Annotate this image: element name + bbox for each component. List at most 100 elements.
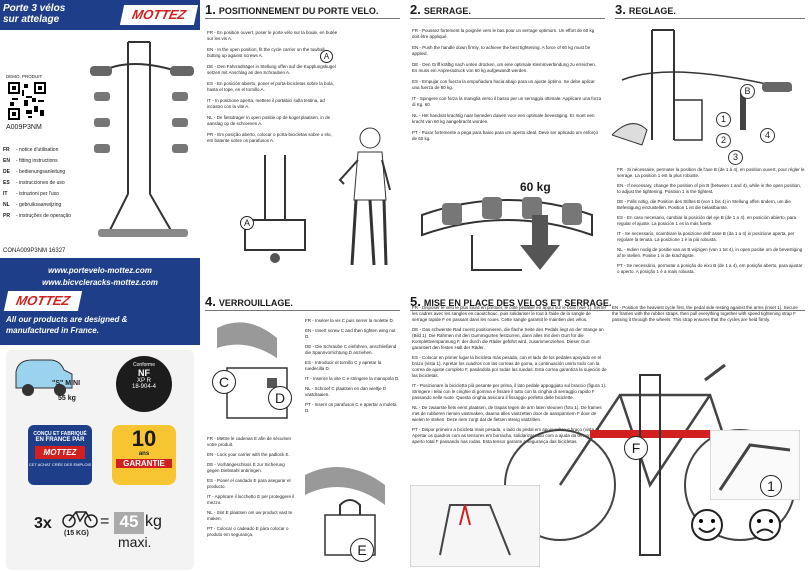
pin-b: B [740,84,755,99]
warranty-sub: ans [138,451,150,457]
section-4-title: 4.VERROUILLAGE. [205,294,293,309]
text-fr: FR - Poussez fortement la poignée vers l… [412,28,595,39]
divider [410,18,605,19]
demo-label: DEMO. PRODUIT [6,74,43,79]
section-4-text: FR - Insérer la vis C puis serrer la mol… [305,318,400,414]
section-2-title: 2.SERRAGE. [410,2,471,17]
section-4-text-2: FR - Mettre le cadenas E afin de sécuris… [207,436,297,538]
text-it: IT - Spingere con forza la maniglia vers… [412,96,602,107]
pos-2: 2 [716,133,731,148]
nf-badge: Conforme NF XP R 18-904-4 [116,356,172,412]
lang-en[interactable]: EN - fitting instructions [3,157,58,165]
carrier-on-towball [244,155,306,263]
text-it: IT - Inserire la vite C e stringere la m… [305,376,400,381]
text-fr: FR - Insérer la vis C puis serrer la mol… [305,318,395,323]
text-pr: PT - Dispor primeiro a bicicleta mais pe… [412,427,601,444]
lang-code: FR [3,147,10,153]
text-nl: NL - Schroef C plaatsen en dan wieltje D… [305,386,387,397]
url-link-2[interactable]: www.bicycleracks-mottez.com [42,278,158,287]
section-number: 2. [410,2,421,17]
lang-de[interactable]: DE- bedienungsanleitung [3,168,65,176]
made-in-france-badge: CONÇU ET FABRIQUÉ EN FRANCE PAR MOTTEZ C… [28,425,92,485]
lang-es[interactable]: ES - instrucciones de uso [3,179,65,187]
text-en: EN - In the open position, fit the cycle… [207,47,326,58]
section-1-title: 1.POSITIONNEMENT DU PORTE VELO. [205,2,378,17]
sidebar: Porte 3 vélos sur attelage MOTTEZ DEMO. … [0,0,200,571]
section-5-title: 5.MISE EN PLACE DES VELOS ET SERRAGE. [410,294,611,309]
url-link-1[interactable]: www.portevelo-mottez.com [48,266,152,275]
section-5-text: FR - Disposer le vélo le plus lourd en p… [412,305,607,445]
section-title: SERRAGE. [423,6,471,16]
text-es: ES - Colocar en primer lugar la biciclet… [412,355,607,378]
text-fr: FR - Disposer le vélo le plus lourd en p… [412,305,607,322]
france-line1: CONÇU ET FABRIQUÉ [33,431,87,437]
smiley-happy-icon [691,509,723,541]
capacity-eq: = [100,513,110,530]
warranty-years: 10 [131,426,157,451]
lang-code: ES [3,180,10,186]
pos-3: 3 [728,150,743,165]
tag-c: C [212,370,236,394]
text-en: EN - If necessary, change the position o… [617,183,802,194]
tag-a-2: A [240,216,254,230]
lang-code: DE [3,169,10,175]
padlock-illustration [305,467,385,556]
lang-pr[interactable]: PR - instruções de operação [3,212,71,220]
brand-logo-2: MOTTEZ [3,291,83,311]
section-number: 4. [205,294,216,309]
qr-code[interactable] [8,82,46,120]
section-title: POSITIONNEMENT DU PORTE VELO. [218,6,379,16]
warranty-badge: 10 ans GARANTIE [112,425,176,485]
text-es: ES - En caso necesario, cambiar la posic… [617,215,797,226]
lang-label: - instruções de operação [16,213,72,219]
text-it: IT - Se necessario, scambiare la posizio… [617,231,795,242]
text-de: DE - Die Schraube C einführen, anschließ… [305,344,397,355]
product-reference: CONA009P3NM 16327 [3,248,66,254]
text-pr: PT - Inserir os parafusos C e apertar a … [305,402,397,413]
section-1-text: FR - En position ouvert, poser le porte … [207,30,339,144]
lang-nl[interactable]: NL- gebruiksaanwijzing [3,201,61,209]
section-title: VERROUILLAGE. [218,298,293,308]
conform-label: Conforme [133,362,155,368]
text-en: EN - Push the handle down firmly, to ach… [412,45,591,56]
person-figure [338,127,391,266]
text-en: EN - Insert screw C and then tighten win… [305,328,396,339]
brand-logo: MOTTEZ [119,5,199,25]
text-en: EN - Lock your carrier with the padlock … [207,452,290,457]
lang-code: PR [3,213,10,219]
tag-e: E [350,538,374,562]
lang-fr[interactable]: FR - notice d'utilisation [3,146,58,154]
capacity-each: (15 KG) [64,530,89,537]
product-title-line2: sur attelage [3,14,60,25]
divider [205,18,400,19]
carrier-illustration [90,41,194,237]
lang-label: - instrucciones de uso [16,180,65,186]
capacity-max: 45 [114,512,144,534]
text-pr: PT - Puxar fortemente a pega para baixo … [412,130,599,141]
lock-screw-illustration [217,322,288,419]
claim-band: MOTTEZ All our products are designed & m… [0,285,200,345]
tag-f: F [624,436,648,460]
pos-1: 1 [716,112,731,127]
tag-a: A [320,50,333,63]
standard-label: 18-904-4 [131,384,157,390]
lang-it[interactable]: IT- istruzioni per l'uso [3,190,59,198]
section-number: 1. [205,2,216,17]
smiley-sad-icon [749,509,781,541]
text-nl: NL - Indien nodig de positie van as B wi… [617,247,803,258]
text-de: DE - Den Griff kräftig nach unten drücke… [412,62,597,73]
bike-icon [62,511,98,528]
capacity-word: maxi. [118,534,152,550]
text-it: IT - Applicare il lucchetto E per proteg… [207,494,295,505]
text-es: ES - Poner el candado E para asegurar el… [207,478,291,489]
lang-code: EN [3,158,10,164]
france-sub: CET ACHAT CRÉE DES EMPLOIS [28,462,92,467]
capacity-mult: 3x [34,515,52,532]
lang-label: - notice d'utilisation [16,147,59,153]
section-3-text: FR - Si nécessaire, permuter la position… [617,167,805,275]
text-it: IT - Posizionare la bicicletta più pesan… [412,383,607,400]
lang-label: - fitting instructions [16,158,58,164]
text-nl: NL - Het handvat krachtig naar beneden d… [412,113,595,124]
tag-d: D [268,386,292,410]
capacity-unit: kg [145,513,162,530]
